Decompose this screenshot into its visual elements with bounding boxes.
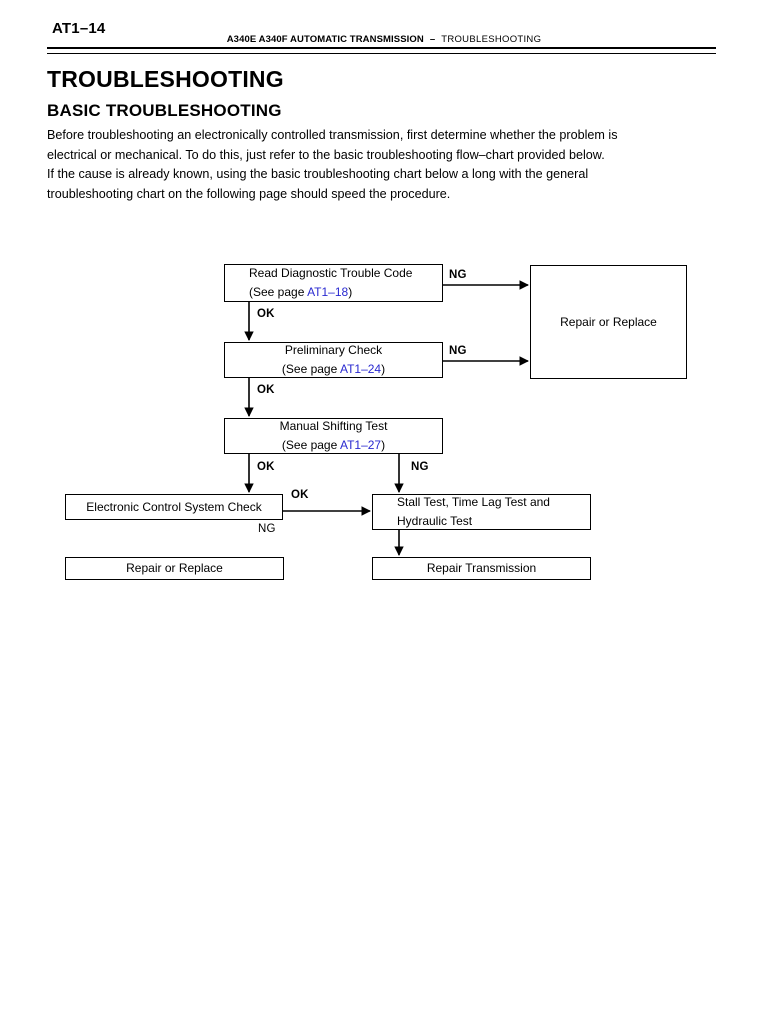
connector-label-ok-read-to-preliminary: OK xyxy=(257,308,275,320)
see-page-prefix: (See page xyxy=(249,285,308,299)
section-heading: BASIC TROUBLESHOOTING xyxy=(47,101,282,120)
flow-node-repair-transmission[interactable]: Repair Transmission xyxy=(372,557,591,580)
see-page-suffix: ) xyxy=(381,362,386,376)
intro-paragraph: Before troubleshooting an electronically… xyxy=(47,126,707,204)
header-divider xyxy=(47,47,716,54)
node-line-primary: Read Diagnostic Trouble Code xyxy=(249,266,413,280)
see-page-suffix: ) xyxy=(348,285,353,299)
node-line-primary: Repair or Replace xyxy=(560,314,657,329)
flow-node-repair-or-replace-bottom[interactable]: Repair or Replace xyxy=(65,557,284,580)
page-reference-link[interactable]: AT1–24 xyxy=(339,362,382,376)
flow-node-electronic-control-system-check[interactable]: Electronic Control System Check xyxy=(65,494,283,520)
flow-node-manual-shifting-test[interactable]: Manual Shifting Test (See page AT1–27) xyxy=(224,418,443,454)
node-line-primary: Manual Shifting Test xyxy=(279,419,388,433)
page-reference-link[interactable]: AT1–27 xyxy=(339,438,382,452)
flow-node-repair-or-replace-top[interactable]: Repair or Replace xyxy=(530,265,687,379)
intro-line-3: If the cause is already known, using the… xyxy=(47,167,589,181)
intro-line-1: Before troubleshooting an electronically… xyxy=(47,128,618,142)
intro-line-4: troubleshooting chart on the following p… xyxy=(47,186,451,201)
node-line-primary: Repair or Replace xyxy=(126,561,223,575)
flow-node-read-diagnostic-trouble-code[interactable]: Read Diagnostic Trouble Code (See page A… xyxy=(224,264,443,302)
connector-label-ng-preliminary-to-repair: NG xyxy=(449,345,467,357)
node-line-reference: (See page AT1–18) xyxy=(249,283,442,302)
connector-label-ok-preliminary-to-manual: OK xyxy=(257,384,275,396)
see-page-prefix: (See page xyxy=(281,438,340,452)
connector-label-ok-manual-to-ecs: OK xyxy=(257,461,275,473)
flow-node-preliminary-check[interactable]: Preliminary Check (See page AT1–24) xyxy=(224,342,443,378)
node-line-reference: (See page AT1–27) xyxy=(282,436,385,455)
see-page-suffix: ) xyxy=(381,438,386,452)
node-line-reference: (See page AT1–24) xyxy=(282,360,385,379)
node-line-secondary: Hydraulic Test xyxy=(397,514,473,528)
node-line-primary: Repair Transmission xyxy=(426,561,537,575)
page-reference-link[interactable]: AT1–18 xyxy=(307,285,349,299)
running-header: A340E A340F AUTOMATIC TRANSMISSION–TROUB… xyxy=(0,34,768,45)
header-separator: – xyxy=(429,34,436,45)
connector-label-ng-ecs-to-repair: NG xyxy=(258,523,276,535)
node-line-primary: Stall Test, Time Lag Test and xyxy=(397,495,550,509)
manual-title: A340E A340F AUTOMATIC TRANSMISSION xyxy=(226,34,424,45)
page-number: AT1–14 xyxy=(52,20,106,37)
see-page-prefix: (See page xyxy=(281,362,340,376)
connector-label-ng-manual-to-stall: NG xyxy=(411,461,429,473)
flow-node-stall-test[interactable]: Stall Test, Time Lag Test and Hydraulic … xyxy=(372,494,591,530)
connector-label-ng-read-to-repair: NG xyxy=(449,269,467,281)
connector-label-ok-ecs-to-stall: OK xyxy=(291,489,309,501)
node-line-primary: Electronic Control System Check xyxy=(86,499,262,514)
page-title: TROUBLESHOOTING xyxy=(47,66,284,92)
intro-line-2: electrical or mechanical. To do this, ju… xyxy=(47,147,605,162)
header-section: TROUBLESHOOTING xyxy=(441,34,542,45)
node-line-primary: Preliminary Check xyxy=(284,343,383,357)
